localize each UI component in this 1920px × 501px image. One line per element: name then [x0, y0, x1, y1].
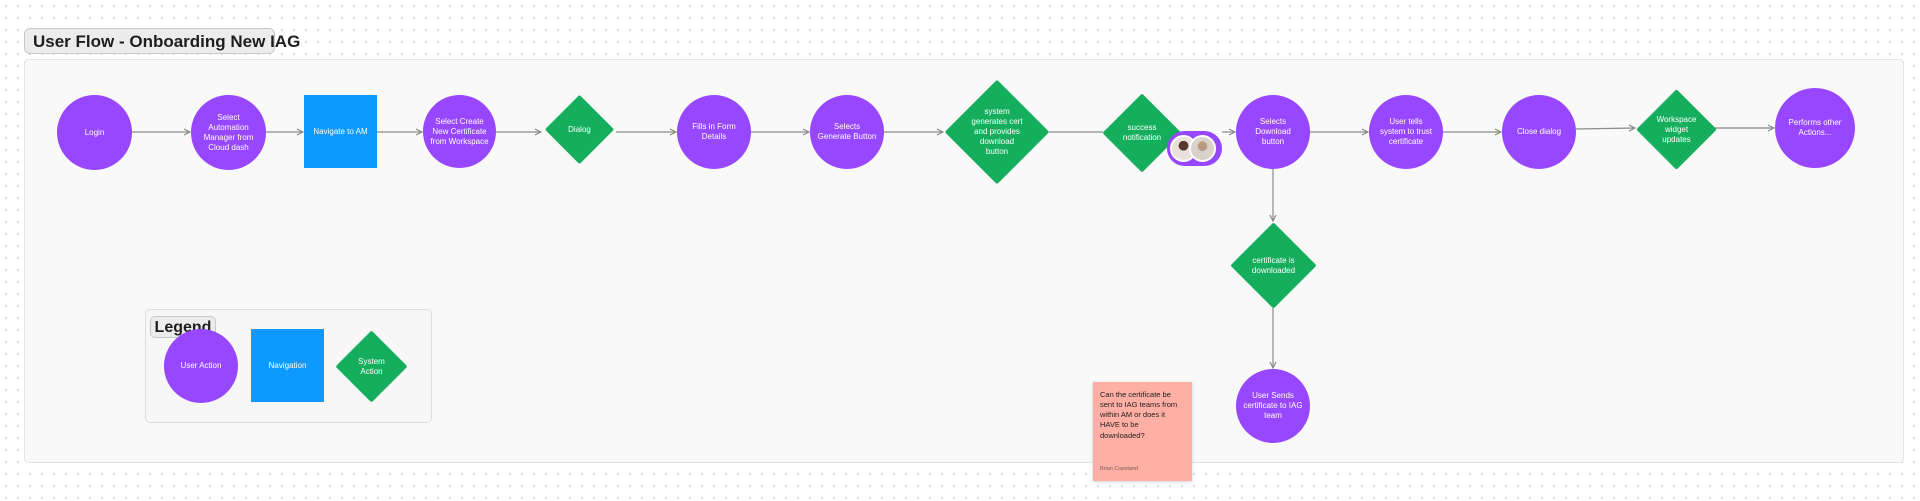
node-selects-download[interactable]: Selects Download button	[1236, 95, 1310, 169]
legend-navigation: Navigation	[251, 329, 324, 402]
node-workspace-widget-label: Workspace widget updates	[1656, 114, 1697, 144]
node-success-notification-label: success notification	[1122, 123, 1162, 142]
arrow-close-to-widget	[1575, 128, 1635, 129]
sticky-note-author: Brian Copeland	[1100, 465, 1138, 472]
node-user-sends-certificate[interactable]: User Sends certificate to IAG team	[1236, 369, 1310, 443]
node-system-generates-cert[interactable]: system generates cert and provides downl…	[944, 79, 1050, 185]
legend-user-action: User Action	[164, 329, 238, 403]
node-select-automation-manager[interactable]: Select Automation Manager from Cloud das…	[191, 95, 266, 170]
node-fills-form[interactable]: Fills in Form Details	[677, 95, 751, 169]
node-certificate-downloaded[interactable]: certificate is downloaded	[1230, 222, 1317, 309]
node-success-notification[interactable]: success notification	[1102, 93, 1182, 173]
node-dialog[interactable]: Dialog	[544, 94, 615, 165]
node-select-create-certificate[interactable]: Select Create New Certificate from Works…	[423, 95, 496, 168]
legend-system-action: System Action	[335, 330, 408, 403]
node-navigate-to-am[interactable]: Navigate to AM	[304, 95, 377, 168]
node-workspace-widget-updates[interactable]: Workspace widget updates	[1636, 89, 1717, 170]
collaborator-avatars[interactable]	[1167, 131, 1222, 166]
node-certificate-downloaded-label: certificate is downloaded	[1251, 255, 1296, 275]
sticky-note[interactable]: Can the certificate be sent to IAG teams…	[1093, 382, 1192, 481]
node-system-generates-label: system generates cert and provides downl…	[971, 107, 1023, 156]
node-login[interactable]: Login	[57, 95, 132, 170]
node-user-tells-trust[interactable]: User tells system to trust certificate	[1369, 95, 1443, 169]
legend-system-action-label: System Action	[358, 356, 385, 376]
node-dialog-label: Dialog	[568, 124, 591, 134]
node-selects-generate[interactable]: Selects Generate Button	[810, 95, 884, 169]
avatar	[1189, 135, 1216, 162]
frame-title[interactable]: User Flow - Onboarding New IAG	[24, 28, 300, 54]
sticky-note-text: Can the certificate be sent to IAG teams…	[1100, 390, 1178, 440]
node-close-dialog[interactable]: Close dialog	[1502, 95, 1576, 169]
node-performs-other-actions[interactable]: Performs other Actions...	[1775, 88, 1855, 168]
